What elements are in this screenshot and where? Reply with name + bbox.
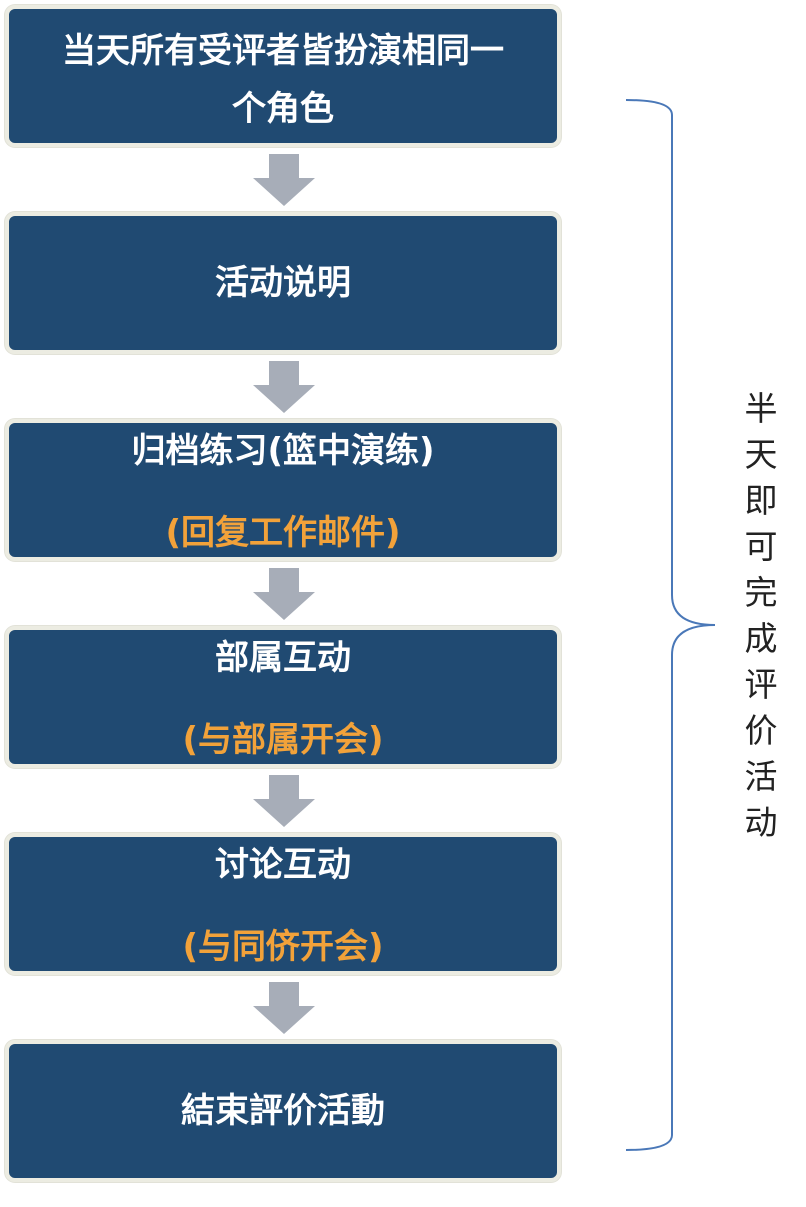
- side-label-char: 半: [744, 389, 778, 428]
- down-arrow-icon: [253, 568, 315, 620]
- side-label-char: 即: [744, 481, 778, 520]
- flow-step-5-line2: (与同侪开会): [182, 927, 384, 967]
- side-label-char: 活: [744, 757, 778, 796]
- side-label-char: 天: [744, 435, 778, 474]
- side-label-char: 完: [744, 573, 778, 612]
- flow-step-5-line1: 讨论互动: [215, 845, 351, 885]
- flow-step-1-line2: 个角色: [232, 89, 334, 129]
- side-label-char: 可: [744, 527, 778, 566]
- side-label-char: 价: [744, 711, 778, 750]
- flow-step-3-line2: (回复工作邮件): [165, 513, 401, 553]
- flow-step-4-line2: (与部属开会): [182, 720, 384, 760]
- right-brace-icon: [620, 95, 730, 1155]
- down-arrow-icon: [253, 154, 315, 206]
- flow-step-6-line1: 結束評价活動: [181, 1091, 385, 1131]
- flow-step-2-line1: 活动说明: [215, 263, 351, 303]
- side-label-char: 评: [744, 665, 778, 704]
- flow-step-6: 結束評价活動: [5, 1040, 561, 1182]
- flow-step-1: 当天所有受评者皆扮演相同一 个角色: [5, 5, 561, 147]
- flow-step-3: 归档练习(篮中演练) (回复工作邮件): [5, 419, 561, 561]
- down-arrow-icon: [253, 982, 315, 1034]
- flow-step-3-line1: 归档练习(篮中演练): [131, 431, 435, 471]
- flow-step-4-line1: 部属互动: [215, 638, 351, 678]
- side-label: 半 天 即 可 完 成 评 价 活 动: [736, 386, 786, 846]
- flow-step-2: 活动说明: [5, 212, 561, 354]
- flow-step-1-line1: 当天所有受评者皆扮演相同一: [62, 31, 504, 71]
- flow-step-5: 讨论互动 (与同侪开会): [5, 833, 561, 975]
- down-arrow-icon: [253, 361, 315, 413]
- flow-step-4: 部属互动 (与部属开会): [5, 626, 561, 768]
- side-label-char: 成: [744, 619, 778, 658]
- side-label-char: 动: [744, 803, 778, 842]
- down-arrow-icon: [253, 775, 315, 827]
